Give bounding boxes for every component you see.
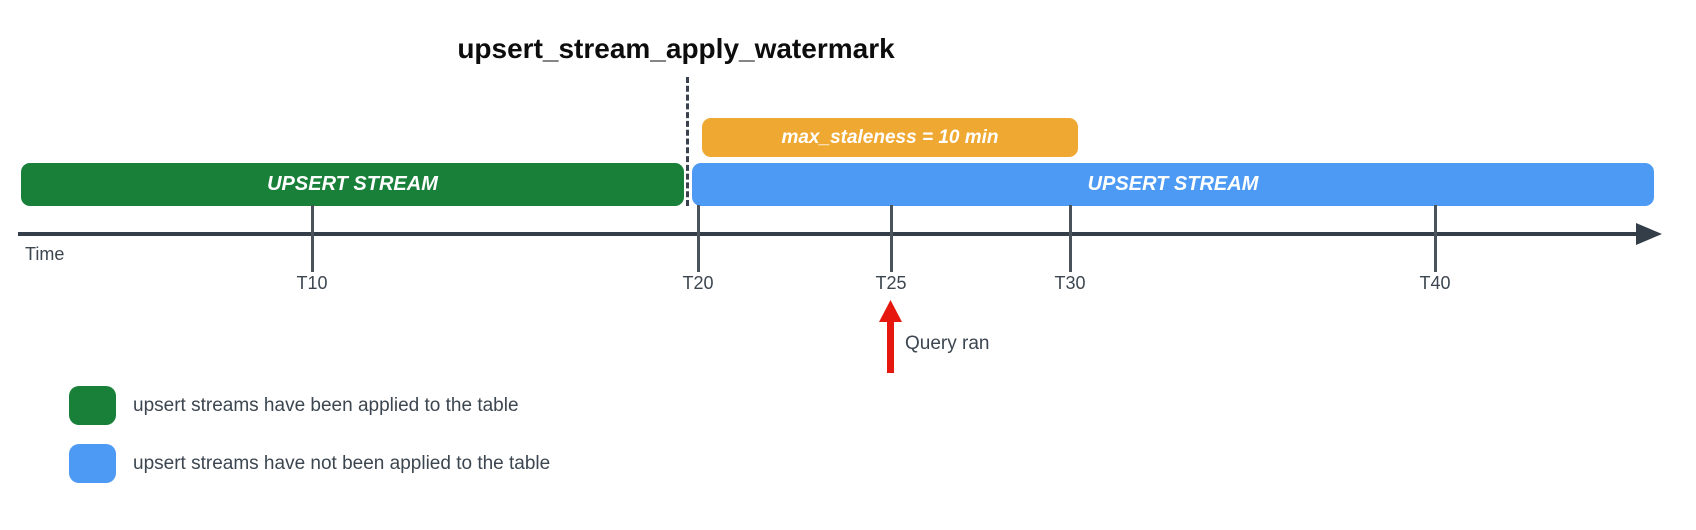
tick-label-t30: T30 xyxy=(1054,273,1086,293)
query-ran-label: Query ran xyxy=(905,333,990,354)
max-staleness-label: max_staleness = 10 min xyxy=(781,126,999,148)
max-staleness-bar: max_staleness = 10 min xyxy=(702,118,1078,157)
tick-t20 xyxy=(697,205,700,272)
legend-label-applied: upsert streams have been applied to the … xyxy=(133,394,519,416)
tick-label-t10: T10 xyxy=(296,273,328,293)
tick-t25 xyxy=(890,205,893,272)
upsert-stream-applied-bar: UPSERT STREAM xyxy=(21,163,684,206)
time-axis-arrowhead-icon xyxy=(1636,223,1662,245)
tick-label-t20: T20 xyxy=(682,273,714,293)
upsert-stream-pending-label: UPSERT STREAM xyxy=(1087,173,1259,195)
time-axis-label: Time xyxy=(25,244,65,264)
tick-label-t25: T25 xyxy=(875,273,907,293)
tick-t10 xyxy=(311,205,314,272)
tick-label-t40: T40 xyxy=(1419,273,1451,293)
tick-t30 xyxy=(1069,205,1072,272)
watermark-dashed-line xyxy=(686,77,689,206)
legend-swatch-blue xyxy=(69,444,116,483)
diagram-title: upsert_stream_apply_watermark xyxy=(457,33,895,64)
time-axis-line xyxy=(18,232,1640,236)
legend-swatch-green xyxy=(69,386,116,425)
legend-item-applied: upsert streams have been applied to the … xyxy=(69,386,519,425)
query-arrow-icon xyxy=(879,300,902,322)
upsert-stream-pending-bar: UPSERT STREAM xyxy=(692,163,1654,206)
legend-label-not-applied: upsert streams have not been applied to … xyxy=(133,452,551,474)
query-arrow-shaft xyxy=(887,320,894,373)
tick-t40 xyxy=(1434,205,1437,272)
upsert-stream-applied-label: UPSERT STREAM xyxy=(267,173,438,195)
legend-item-not-applied: upsert streams have not been applied to … xyxy=(69,444,550,483)
